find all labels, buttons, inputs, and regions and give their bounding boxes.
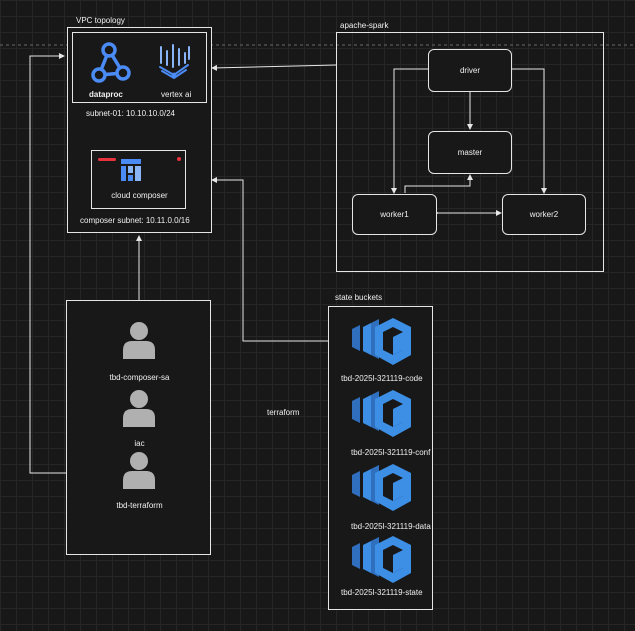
worker1-to-master-arrow [404, 174, 473, 193]
composer-subnet-label: composer subnet: 10.11.0.0/16 [80, 216, 190, 225]
vpc-title: VPC topology [76, 16, 125, 25]
account-label: tbd-terraform [116, 501, 163, 510]
cloud-composer-label: cloud composer [111, 191, 168, 200]
account-label: tbd-composer-sa [109, 373, 170, 382]
bucket-icon [352, 536, 411, 583]
vertex-ai-icon [159, 44, 190, 79]
bucket-icon [352, 318, 411, 365]
spark-title: apache-spark [340, 21, 389, 30]
state-buckets-box: tbd-2025l-321119-code tbd-2025l-321119-c… [328, 306, 433, 610]
person-icon [123, 390, 155, 427]
driver-to-worker2-arrow [512, 68, 547, 194]
person-icon [123, 452, 155, 489]
accounts-to-vpc-loop-arrow [29, 53, 66, 474]
bucket-label: tbd-2025l-321119-data [351, 522, 431, 531]
master-node: master [428, 131, 512, 174]
driver-node: driver [428, 49, 512, 92]
buckets-to-vpc-arrow [211, 177, 330, 342]
composer-red-bar [98, 158, 116, 161]
vertex-ai-label: vertex ai [161, 90, 192, 99]
dataproc-icon [91, 42, 131, 83]
worker1-node: worker1 [352, 194, 437, 235]
account-label: iac [134, 439, 145, 448]
vpc-topology-box: dataproc vertex ai subnet-01: 10.10.10.0… [67, 27, 212, 233]
accounts-box: tbd-composer-sa iac tbd-terraform [66, 300, 211, 555]
bucket-label: tbd-2025l-321119-conf [351, 448, 431, 457]
spark-to-vpc-arrow [211, 64, 337, 71]
person-icon [123, 322, 155, 359]
bucket-label: tbd-2025l-321119-state [341, 588, 423, 597]
composer-red-dot [177, 157, 181, 161]
bucket-icon [352, 390, 411, 437]
driver-to-worker1-arrow [391, 68, 428, 194]
bucket-label: tbd-2025l-321119-code [341, 374, 423, 383]
dataproc-label: dataproc [89, 90, 123, 99]
subnet-label: subnet-01: 10.10.10.0/24 [86, 109, 175, 118]
apache-spark-box [336, 32, 604, 272]
buckets-title: state buckets [335, 293, 383, 302]
cloud-composer-group: cloud composer [91, 150, 186, 209]
dataproc-vertex-group: dataproc vertex ai [72, 32, 207, 103]
cloud-composer-icon [121, 159, 141, 181]
terraform-label: terraform [267, 408, 300, 417]
bucket-icon [352, 464, 411, 511]
worker2-node: worker2 [502, 194, 586, 235]
